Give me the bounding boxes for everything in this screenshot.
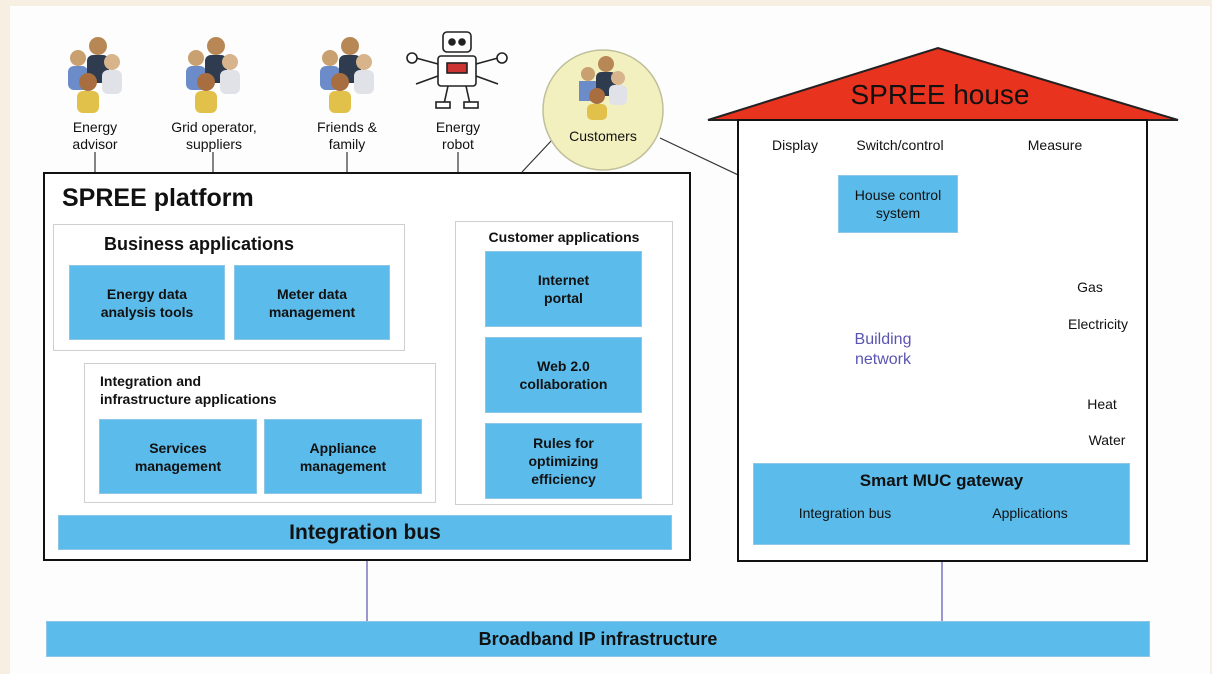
actor-label-friends-family: Friends &family	[317, 119, 377, 152]
actor-label-grid-operator: Grid operator,suppliers	[171, 119, 257, 152]
people-icon-3	[320, 37, 374, 113]
broadband-ip-infrastructure: Broadband IP infrastructure	[46, 621, 1150, 657]
meter-label-gas: Gas	[1077, 279, 1103, 295]
people-icon-customers	[579, 56, 627, 120]
customers-label: Customers	[569, 128, 637, 144]
smart-muc-gateway	[753, 463, 1130, 545]
gateway-integration-bus: Integration bus	[798, 505, 892, 521]
platform-title: SPREE platform	[62, 184, 254, 212]
meter-label-heat: Heat	[1087, 396, 1117, 412]
customer-applications-title: Customer applications	[488, 229, 640, 245]
people-icon-2	[186, 37, 240, 113]
business-applications-title: Business applications	[104, 234, 295, 254]
column-measure: Measure	[1027, 137, 1083, 153]
meter-label-water: Water	[1088, 432, 1126, 448]
platform-integration-bus: Integration bus	[58, 515, 672, 550]
column-switch-control: Switch/control	[856, 137, 944, 153]
meter-label-electricity: Electricity	[1068, 316, 1128, 332]
robot-icon	[406, 31, 508, 109]
people-icon-1	[68, 37, 122, 113]
column-display: Display	[772, 137, 818, 153]
house-title: SPREE house	[850, 79, 1030, 110]
gateway-applications: Applications	[992, 505, 1068, 521]
gateway-title: Smart MUC gateway	[859, 471, 1024, 490]
